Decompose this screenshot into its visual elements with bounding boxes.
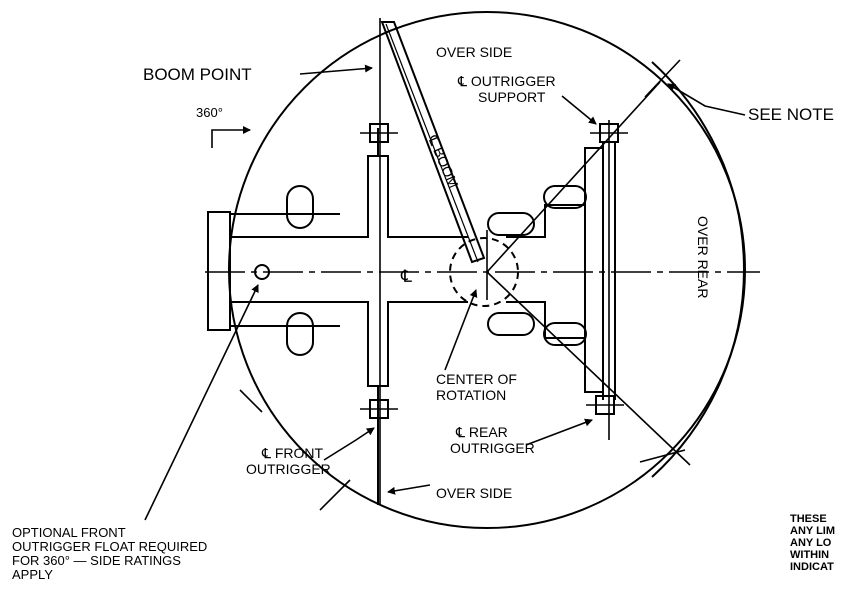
slot-openings: [254, 185, 587, 356]
centerline-label: ℄: [400, 267, 412, 286]
note-line-3: ANY LO: [790, 537, 832, 549]
carrier-frame: [207, 128, 616, 505]
center-of-rotation-label-1: CENTER OF: [436, 371, 517, 387]
float-label-1: OPTIONAL FRONT: [12, 525, 126, 540]
note-line-2: ANY LIM: [790, 525, 835, 537]
float-label-4: APPLY: [12, 567, 53, 582]
note-line-4: WITHIN: [790, 549, 829, 561]
quadrant-ticks: [239, 59, 686, 511]
note-line-5: INDICAT: [790, 561, 834, 573]
boom-centerline-label: ℄ BOOM: [425, 132, 462, 190]
rear-outrigger-leader: [525, 418, 593, 446]
pad-diagonals: [486, 81, 691, 466]
float-leader: [144, 284, 259, 521]
front-outrigger-leader: [323, 427, 375, 461]
over-side-bottom-leader: [387, 484, 431, 495]
note-line-1: THESE: [790, 513, 827, 525]
rear-outrigger-label-1: ℄ REAR: [455, 424, 508, 440]
centerlines: [205, 18, 760, 505]
deg-360-label: 360°: [196, 105, 223, 120]
deg360-leader: [211, 126, 251, 148]
front-outrigger-label-2: OUTRIGGER: [246, 461, 331, 477]
over-rear-label: OVER REAR: [695, 216, 711, 298]
front-outrigger-label-1: ℄ FRONT: [261, 445, 324, 461]
see-note-label: SEE NOTE: [748, 105, 834, 124]
float-label-3: FOR 360° — SIDE RATINGS: [12, 553, 181, 568]
rear-outrigger-label-2: OUTRIGGER: [450, 440, 535, 456]
center-of-rotation-label-2: ROTATION: [436, 387, 506, 403]
boom-point-label: BOOM POINT: [143, 65, 252, 84]
over-side-bottom-label: OVER SIDE: [436, 485, 512, 501]
center-of-rotation-circle: [449, 237, 519, 307]
over-side-top-label: OVER SIDE: [436, 44, 512, 60]
outrigger-support-label-1: ℄ OUTRIGGER: [457, 73, 556, 89]
center-of-rotation-leader: [444, 289, 478, 371]
boom: [380, 21, 486, 264]
outrigger-support-leader: [561, 95, 597, 125]
rear-quadrant-arc: [651, 61, 746, 478]
outrigger-support-label-2: SUPPORT: [478, 89, 546, 105]
boom-point-leader: [299, 64, 373, 75]
see-note-leader: [667, 83, 746, 116]
float-label-2: OUTRIGGER FLOAT REQUIRED: [12, 539, 207, 554]
